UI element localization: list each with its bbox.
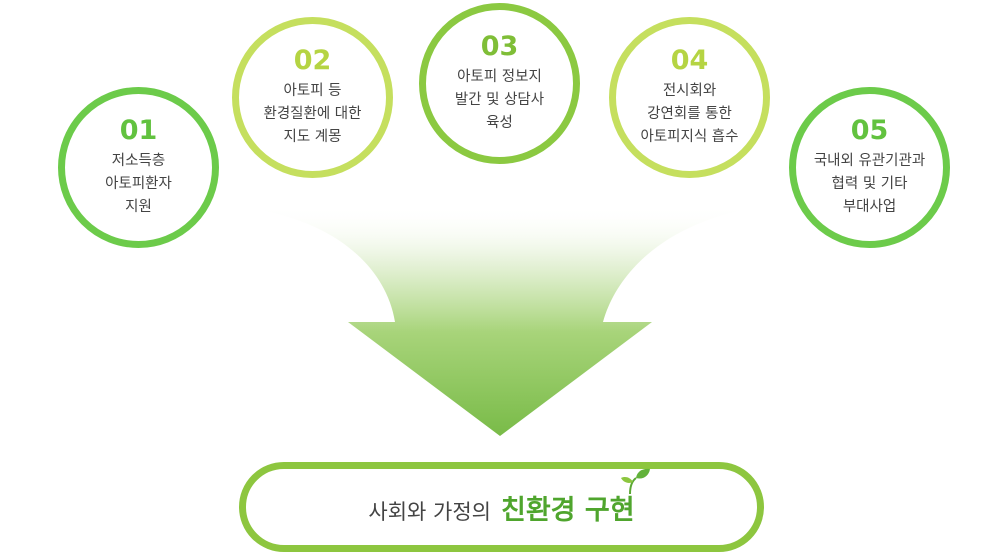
- step-text-line: 전시회와: [662, 83, 717, 99]
- goal-text: 사회와 가정의 친환경 구현: [368, 468, 650, 527]
- step-circle-05: 05 국내외 유관기관과 협력 및 기타 부대사업: [789, 87, 950, 248]
- step-number: 01: [119, 115, 158, 146]
- step-text-line: 강연회를 통한: [647, 106, 732, 122]
- step-text-line: 환경질환에 대한: [263, 106, 362, 122]
- step-text-line: 지원: [125, 199, 152, 215]
- step-circle-01: 01 저소득층 아토피환자 지원: [58, 87, 219, 248]
- step-text-line: 아토피 정보지: [457, 69, 542, 85]
- step-number: 02: [293, 45, 332, 76]
- step-text-line: 아토피환자: [105, 176, 172, 192]
- goal-highlight: 친환경 구현: [501, 494, 635, 526]
- step-text-line: 육성: [486, 115, 513, 131]
- step-text-line: 아토피지식 흡수: [640, 129, 739, 145]
- step-text-line: 국내외 유관기관과: [813, 153, 926, 169]
- step-number: 04: [670, 45, 709, 76]
- step-text-line: 부대사업: [842, 199, 897, 215]
- step-number: 03: [480, 31, 519, 62]
- goal-highlight-wrap: 친환경 구현: [501, 468, 650, 527]
- funnel-arrow-shape: [200, 205, 800, 436]
- step-text-line: 협력 및 기타: [831, 176, 908, 192]
- goal-prefix: 사회와 가정의: [368, 499, 491, 524]
- sprout-icon: [620, 468, 650, 494]
- step-circle-02: 02 아토피 등 환경질환에 대한 지도 계몽: [232, 17, 393, 178]
- step-text-line: 아토피 등: [283, 83, 342, 99]
- step-circle-04: 04 전시회와 강연회를 통한 아토피지식 흡수: [609, 17, 770, 178]
- step-text-line: 발간 및 상담사: [454, 92, 545, 108]
- goal-box: 사회와 가정의 친환경 구현: [239, 462, 764, 552]
- step-circle-03: 03 아토피 정보지 발간 및 상담사 육성: [419, 3, 580, 164]
- step-text-line: 지도 계몽: [283, 129, 342, 145]
- step-text-line: 저소득층: [111, 153, 166, 169]
- step-number: 05: [850, 115, 889, 146]
